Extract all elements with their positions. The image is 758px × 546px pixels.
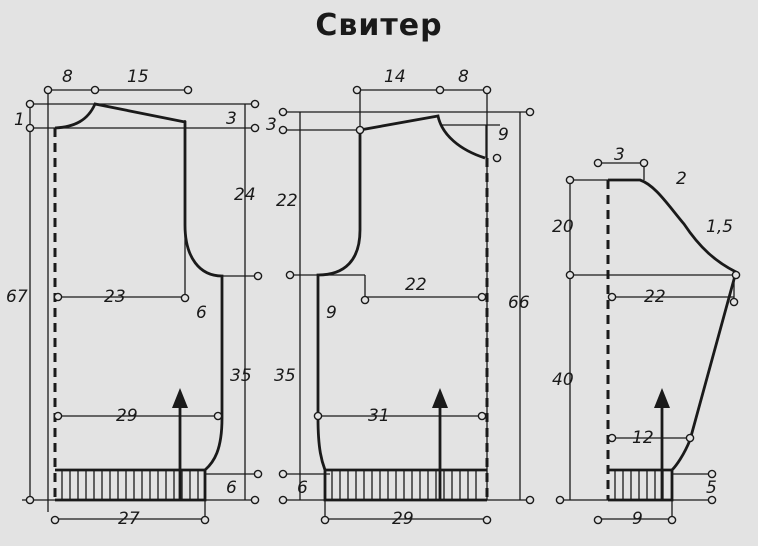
label-front-armhole-depth: 9 [326, 303, 337, 323]
dimension-marker [477, 411, 487, 421]
label-front-waist: 31 [368, 406, 390, 426]
label-sleeve-top: 3 [614, 145, 625, 165]
dimension-marker [253, 469, 263, 479]
back-piece: 8 15 1 3 24 67 23 6 35 29 6 27 [6, 67, 258, 529]
label-back-side: 35 [230, 366, 252, 386]
dimension-marker [731, 270, 741, 280]
label-back-waist: 29 [116, 406, 138, 426]
dimension-marker [593, 515, 603, 525]
sleeve-piece: 3 2 1,5 20 22 40 12 5 9 [552, 145, 738, 529]
ribbing-hatching [61, 470, 664, 500]
dimension-marker [482, 515, 492, 525]
sleeve-outline [608, 178, 738, 502]
dimension-marker [278, 469, 288, 479]
label-sleeve-cap-b: 1,5 [706, 217, 733, 237]
label-front-hem: 29 [392, 509, 414, 529]
dimension-marker [685, 433, 695, 443]
dimension-marker [639, 158, 649, 168]
label-front-top-right: 8 [458, 67, 469, 87]
dimension-marker [200, 515, 210, 525]
back-outline [54, 102, 224, 502]
label-sleeve-width: 22 [644, 287, 666, 307]
dimension-marker [278, 495, 288, 505]
label-back-shoulder-drop: 3 [226, 109, 237, 129]
dimension-marker [355, 125, 365, 135]
label-front-rib: 6 [297, 478, 308, 498]
dimension-marker [565, 175, 575, 185]
dimension-marker [492, 153, 502, 163]
back-grain-arrow [172, 388, 188, 500]
label-back-top-mid: 15 [127, 67, 149, 87]
dimension-marker [435, 85, 445, 95]
dimension-marker [213, 411, 223, 421]
label-back-top-left: 8 [62, 67, 73, 87]
label-back-hem: 27 [118, 509, 140, 529]
label-front-armhole: 22 [276, 191, 298, 211]
dimension-marker [250, 123, 260, 133]
dimension-marker [50, 515, 60, 525]
dimension-marker [25, 99, 35, 109]
label-back-rib: 6 [226, 478, 237, 498]
label-sleeve-lower: 12 [632, 428, 654, 448]
dimension-marker [253, 271, 263, 281]
dimension-marker [250, 99, 260, 109]
label-front-shoulder: 3 [266, 115, 277, 135]
dimension-marker [477, 292, 487, 302]
dimension-marker [53, 411, 63, 421]
dimension-markers [25, 85, 741, 525]
label-back-bust: 23 [104, 287, 126, 307]
dimension-marker [607, 292, 617, 302]
sleeve-grain-arrow [654, 388, 670, 500]
label-front-neck: 9 [498, 125, 509, 145]
dimension-marker [90, 85, 100, 95]
page-title: Свитер [315, 8, 443, 43]
label-back-armhole-depth: 6 [196, 303, 207, 323]
dimension-marker [360, 295, 370, 305]
dimension-marker [278, 125, 288, 135]
label-front-bust: 22 [405, 275, 427, 295]
dimension-marker [707, 469, 717, 479]
dimension-marker [555, 495, 565, 505]
dimension-marker [183, 85, 193, 95]
dimension-marker [43, 85, 53, 95]
dimension-marker [593, 158, 603, 168]
label-back-neck-left: 1 [14, 110, 25, 130]
label-sleeve-cap-height: 20 [552, 217, 574, 237]
label-sleeve-cuff: 9 [632, 509, 643, 529]
dimension-marker [565, 270, 575, 280]
front-outline [316, 114, 487, 502]
dimension-marker [313, 411, 323, 421]
dimension-marker [729, 297, 739, 307]
dimension-marker [525, 495, 535, 505]
dimension-marker [607, 433, 617, 443]
dimension-marker [285, 270, 295, 280]
front-piece: 14 8 3 9 22 66 9 22 35 31 6 29 [266, 67, 530, 529]
label-sleeve-length: 40 [552, 370, 574, 390]
label-sleeve-cap-a: 2 [676, 169, 687, 189]
dimension-marker [482, 85, 492, 95]
dimension-marker [707, 495, 717, 505]
dimension-marker [352, 85, 362, 95]
label-front-side: 35 [274, 366, 296, 386]
front-grain-arrow [432, 388, 448, 500]
label-sleeve-rib: 5 [706, 478, 717, 498]
dimension-marker [320, 515, 330, 525]
dimension-marker [25, 495, 35, 505]
dimension-marker [180, 293, 190, 303]
dimension-marker [278, 107, 288, 117]
dimension-marker [250, 495, 260, 505]
dimension-marker [25, 123, 35, 133]
label-front-top-mid: 14 [384, 67, 406, 87]
label-back-height: 67 [6, 287, 28, 307]
dimension-marker [53, 292, 63, 302]
dimension-marker [525, 107, 535, 117]
label-front-height: 66 [508, 293, 530, 313]
dimension-marker [667, 515, 677, 525]
label-back-armhole: 24 [234, 185, 256, 205]
sleeve-guides [560, 162, 736, 520]
